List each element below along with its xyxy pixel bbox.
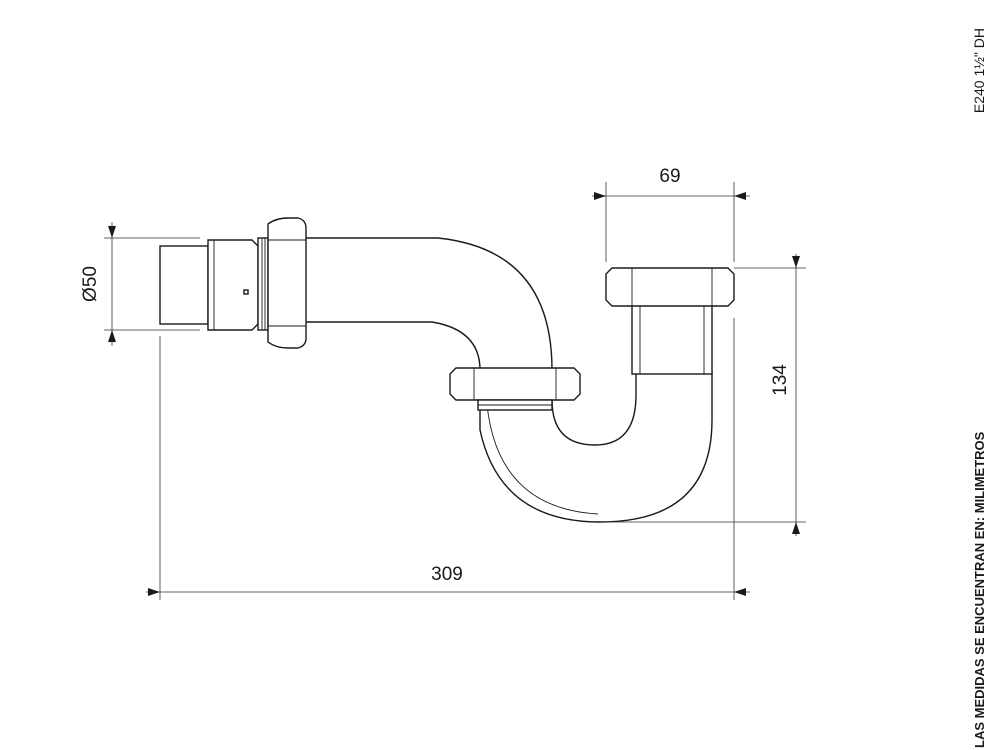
dim-top-width (592, 182, 750, 262)
dim-total-length (146, 318, 750, 600)
units-note: LAS MEDIDAS SE ENCUENTRAN EN: MILIMETROS (972, 431, 987, 748)
dim-total-length-label: 309 (431, 564, 463, 585)
inlet-assembly (159, 217, 307, 349)
dim-top-width-label: 69 (659, 166, 680, 187)
dim-diameter (104, 222, 200, 346)
outlet-tube (631, 303, 713, 375)
middle-nut (449, 367, 581, 411)
outlet-nut (605, 267, 735, 307)
model-code: E240 1½" DH (971, 28, 987, 113)
dim-height-label: 134 (770, 364, 791, 396)
dim-diameter-label: Ø50 (80, 266, 101, 302)
dim-height (600, 254, 806, 536)
